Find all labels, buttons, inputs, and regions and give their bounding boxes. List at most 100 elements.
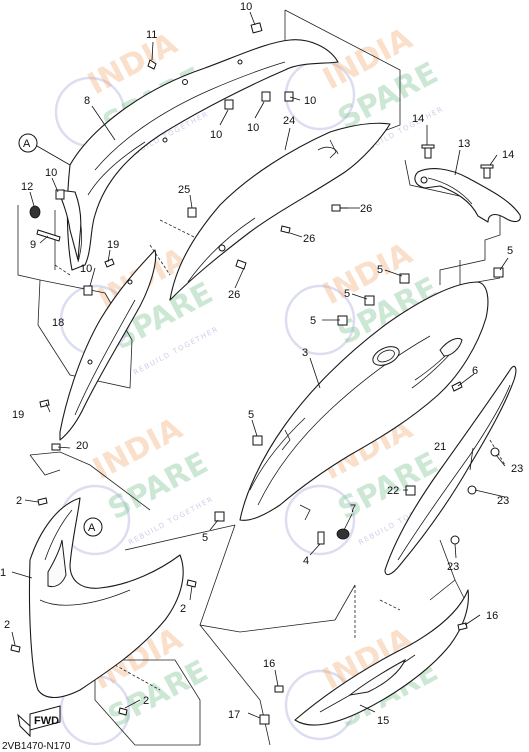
callout-4: 4 — [303, 555, 309, 567]
part-15-lower-panel — [294, 589, 469, 726]
callout-23: 23 — [447, 561, 459, 573]
part-8-under-strip — [57, 189, 82, 261]
callout-21: 21 — [434, 441, 446, 453]
washer-12 — [29, 205, 41, 219]
clip-17 — [259, 714, 270, 725]
marker-a-label: A — [88, 522, 96, 534]
screw-2-d — [118, 707, 128, 716]
part-24-inner-panel — [169, 122, 391, 301]
screw-26-c — [235, 259, 247, 270]
screw-26-b — [280, 225, 291, 234]
callout-20: 20 — [76, 440, 88, 452]
clip-20 — [51, 443, 61, 451]
part-13-rear-bracket — [414, 168, 521, 223]
callout-23: 23 — [497, 495, 509, 507]
callout-19: 19 — [12, 409, 24, 421]
screw-6 — [451, 381, 463, 392]
callout-17: 17 — [228, 709, 240, 721]
callout-25: 25 — [178, 184, 190, 196]
leader-lines — [11, 11, 509, 719]
callout-10: 10 — [45, 167, 57, 179]
callout-6: 6 — [472, 365, 478, 377]
callout-10: 10 — [80, 263, 92, 275]
clip-10-l1 — [55, 189, 65, 200]
clip-10-l2 — [83, 285, 93, 296]
marker-a-label: A — [23, 138, 31, 150]
part-3-main-side-cover — [239, 281, 489, 521]
marker-a-lower: A — [83, 517, 103, 537]
callout-15: 15 — [377, 715, 389, 727]
callout-5: 5 — [310, 315, 316, 327]
callout-16: 16 — [486, 610, 498, 622]
callout-26: 26 — [303, 233, 315, 245]
part-1-front-cover — [28, 497, 184, 699]
clip-10-top — [250, 22, 263, 34]
screw-2-a — [37, 497, 48, 506]
callout-16: 16 — [263, 658, 275, 670]
clip-5-a — [399, 273, 410, 284]
callout-12: 12 — [21, 181, 33, 193]
callout-2: 2 — [16, 495, 22, 507]
marker-a-upper: A — [18, 133, 71, 166]
screw-2-c — [10, 644, 21, 653]
callout-2: 2 — [143, 695, 149, 707]
bolt-9 — [36, 229, 61, 242]
callout-19: 19 — [107, 239, 119, 251]
callout-5: 5 — [202, 532, 208, 544]
screw-23-a — [490, 447, 500, 457]
grommet-11 — [147, 59, 157, 70]
callout-2: 2 — [180, 603, 186, 615]
clip-5-e — [214, 511, 225, 522]
clip-5-c — [337, 315, 348, 326]
callout-7: 7 — [350, 503, 356, 515]
clip-5-r — [493, 267, 504, 278]
part-18-left-strip — [59, 249, 157, 441]
callout-26: 26 — [360, 203, 372, 215]
screw-2-b — [186, 579, 197, 588]
callout-14: 14 — [412, 113, 424, 125]
callout-numbers: 10 11 8 10 10 10 24 14 13 14 10 12 9 25 … — [0, 1, 523, 727]
callout-5: 5 — [344, 288, 350, 300]
part-8-upper-cover — [66, 39, 339, 271]
callout-14: 14 — [502, 149, 514, 161]
callout-5: 5 — [507, 245, 513, 257]
callout-2: 2 — [4, 619, 10, 631]
clip-25 — [187, 207, 197, 218]
callout-10: 10 — [210, 129, 222, 141]
screw-16-b — [274, 685, 284, 693]
callout-26: 26 — [228, 289, 240, 301]
grommet-7 — [336, 528, 350, 540]
clip-10-m2 — [261, 91, 271, 102]
clip-5-b — [364, 295, 375, 306]
callout-10: 10 — [247, 122, 259, 134]
callout-13: 13 — [458, 138, 470, 150]
callout-1: 1 — [0, 567, 6, 579]
clip-22 — [405, 485, 416, 496]
diagram-code: 2VB1470-N170 — [2, 741, 71, 752]
callout-10: 10 — [240, 1, 252, 13]
callout-8: 8 — [84, 95, 90, 107]
callout-18: 18 — [52, 317, 64, 329]
fwd-arrow: FWD — [17, 705, 61, 738]
bolt-14-b — [480, 164, 494, 179]
clip-5-d — [252, 435, 263, 446]
hardware — [10, 22, 504, 725]
callout-5: 5 — [377, 264, 383, 276]
clip-10-m1 — [224, 99, 234, 110]
fwd-label: FWD — [34, 715, 59, 727]
callout-3: 3 — [302, 347, 308, 359]
bolt-4 — [317, 531, 325, 545]
callout-10: 10 — [304, 95, 316, 107]
screw-23-c — [450, 535, 460, 545]
callout-11: 11 — [146, 29, 157, 41]
callout-24: 24 — [283, 115, 295, 127]
part-21-right-strip — [384, 365, 517, 576]
callout-9: 9 — [30, 239, 36, 251]
callout-22: 22 — [387, 485, 399, 497]
callout-23: 23 — [511, 463, 523, 475]
bolt-14-a — [421, 144, 435, 159]
screw-19-a — [104, 258, 115, 268]
callout-5: 5 — [248, 409, 254, 421]
watermark-lower-left: INDIA SPARE REBUILD TOGETHER — [59, 411, 215, 556]
